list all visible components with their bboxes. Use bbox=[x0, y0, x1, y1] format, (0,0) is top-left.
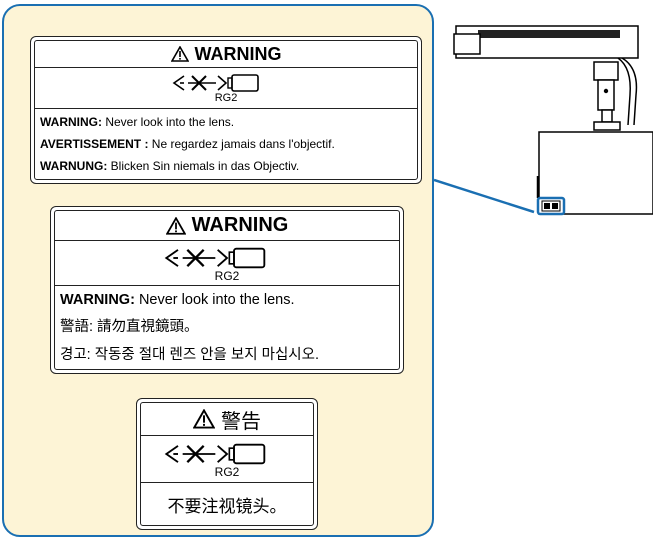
warning-text-lines: WARNING: Never look into the lens. 警語: 請… bbox=[55, 286, 399, 369]
mount-bracket bbox=[593, 61, 619, 81]
callout-panel: WARNING RG2 WARNING: Never look into the… bbox=[2, 4, 434, 537]
mount-plate bbox=[593, 121, 621, 131]
projector-cable-inner bbox=[617, 57, 631, 126]
risk-group-text: RG2 bbox=[214, 92, 238, 104]
label-icon-fill bbox=[544, 203, 550, 209]
label-title: WARNING bbox=[191, 214, 289, 236]
mount-screw-icon bbox=[603, 88, 609, 94]
warning-label-english: WARNING RG2 WARNING: Never look into the… bbox=[30, 36, 422, 184]
label-location-icon bbox=[541, 200, 561, 212]
projector-cable bbox=[621, 57, 638, 126]
mount-pole bbox=[597, 79, 615, 111]
label-title-row: 警告 bbox=[141, 403, 313, 436]
risk-group-text: RG2 bbox=[214, 268, 240, 283]
laser-symbol: RG2 bbox=[55, 241, 399, 286]
projector-top-band bbox=[478, 30, 620, 38]
warning-line-ko: 경고: 작동중 절대 렌즈 안을 보지 마십시오. bbox=[60, 346, 320, 363]
mount-base bbox=[601, 109, 613, 123]
warning-triangle-icon bbox=[170, 46, 189, 62]
warning-text-lines: WARNING: Never look into the lens. AVERT… bbox=[35, 109, 417, 179]
warning-line-de: WARNUNG: Blicken Sin niemals in das Obje… bbox=[40, 159, 300, 173]
warning-label-chinese: 警告 RG2 不要注视镜头。 bbox=[136, 398, 318, 530]
label-title: 警告 bbox=[221, 410, 261, 433]
warning-line-fr: AVERTISSEMENT : Ne regardez jamais dans … bbox=[40, 137, 335, 151]
projector-diagram bbox=[434, 25, 653, 216]
warning-triangle-icon bbox=[165, 216, 186, 235]
projector-lens-end bbox=[453, 33, 481, 55]
label-title-row: WARNING bbox=[55, 211, 399, 241]
callout-leader-line bbox=[434, 178, 535, 214]
eye-projector-symbol-icon bbox=[164, 443, 266, 464]
label-title-row: WARNING bbox=[35, 41, 417, 68]
eye-projector-symbol-icon bbox=[164, 247, 266, 268]
warning-line-zh-cn: 不要注视镜头。 bbox=[167, 496, 287, 516]
laser-symbol: RG2 bbox=[35, 68, 417, 109]
eye-projector-symbol-icon bbox=[172, 74, 259, 92]
warning-triangle-icon bbox=[193, 409, 215, 429]
risk-group-text: RG2 bbox=[214, 464, 240, 479]
warning-label-asia: WARNING RG2 WARNING: Never look into the… bbox=[50, 206, 404, 374]
laser-symbol: RG2 bbox=[141, 436, 313, 483]
label-title: WARNING bbox=[194, 43, 282, 64]
warning-line-en: WARNING: Never look into the lens. bbox=[60, 291, 295, 308]
warning-line-en: WARNING: Never look into the lens. bbox=[40, 115, 235, 129]
warning-line-zh-tw: 警語: 請勿直視鏡頭。 bbox=[60, 318, 199, 335]
warning-text-lines: 不要注视镜头。 bbox=[141, 483, 313, 525]
label-icon-fill bbox=[552, 203, 558, 209]
